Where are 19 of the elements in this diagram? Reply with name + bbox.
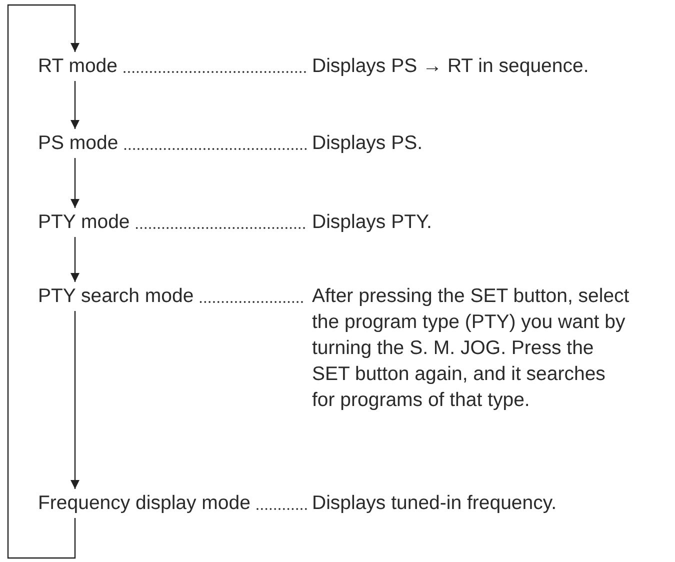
dot-leader — [124, 71, 307, 73]
mode-label: PTY mode — [38, 209, 130, 235]
mode-description: Displays PS → RT in sequence. — [312, 53, 630, 79]
dot-leader — [256, 508, 307, 510]
flow-arrow — [70, 81, 80, 129]
flow-arrow — [7, 4, 80, 559]
flow-arrow — [70, 237, 80, 282]
mode-label: Frequency display mode — [38, 490, 250, 516]
dot-leader — [136, 227, 307, 229]
mode-description: Displays PTY. — [312, 209, 630, 235]
flow-arrow — [70, 158, 80, 208]
mode-label: PS mode — [38, 130, 118, 156]
mode-description: Displays PS. — [312, 130, 630, 156]
mode-description: After pressing the SET button, select the program type (PTY) you want by turning the S. M. JOG. Press the SET button again, and it searches for programs of that type. — [312, 283, 630, 413]
mode-label: RT mode — [38, 53, 118, 79]
dot-leader — [124, 148, 307, 150]
mode-label: PTY search mode — [38, 283, 194, 309]
mode-description: Displays tuned-in frequency. — [312, 490, 630, 516]
flow-arrow — [70, 311, 80, 489]
